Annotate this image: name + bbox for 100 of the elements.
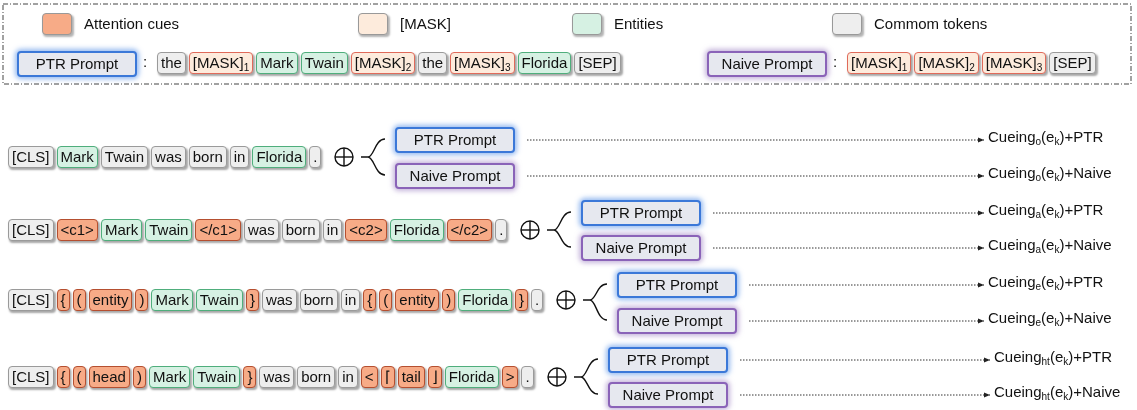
token-chip: . bbox=[531, 289, 544, 311]
token-chip: . bbox=[521, 366, 534, 388]
token-chip: Florida bbox=[517, 52, 572, 74]
token-chip: [CLS] bbox=[8, 219, 54, 241]
token-chip: } bbox=[245, 289, 259, 311]
output-label: Cueing$_{o}$(e$_{k}$)+PTR bbox=[988, 128, 1104, 145]
token-chip: Florida bbox=[458, 289, 513, 311]
token-chip: tail bbox=[397, 366, 425, 388]
output-label: Cueing$_{ht}$(e$_{k}$)+PTR bbox=[994, 348, 1112, 365]
prompt-tag: Naive Prompt bbox=[581, 235, 701, 261]
token-chip: [CLS] bbox=[8, 366, 54, 388]
legend-text: Attention cues bbox=[84, 15, 180, 32]
token-chip: { bbox=[363, 289, 377, 311]
token-chip: ) bbox=[442, 289, 456, 311]
token-chip: { bbox=[56, 289, 70, 311]
token-chip: Florida bbox=[444, 366, 499, 388]
token-chip: in bbox=[338, 366, 358, 388]
token-chip: <c1> bbox=[56, 219, 98, 241]
token-chip: entity bbox=[88, 289, 133, 311]
output-label: Cueing$_{o}$(e$_{k}$)+Naive bbox=[988, 164, 1112, 181]
dotted-arrow bbox=[748, 318, 985, 324]
prompt-tag: Naive Prompt bbox=[617, 308, 737, 334]
token-chip: } bbox=[243, 366, 257, 388]
dotted-arrow bbox=[712, 210, 985, 216]
token-chip: born bbox=[297, 366, 336, 388]
token-chip: } bbox=[515, 289, 529, 311]
token-chip: ) bbox=[132, 366, 146, 388]
token-chip: [MASK]$_{2}$ bbox=[914, 52, 979, 74]
token-chip: ) bbox=[135, 289, 149, 311]
dotted-arrow bbox=[739, 392, 991, 398]
output-label: Cueing$_{e}$(e$_{k}$)+Naive bbox=[988, 309, 1112, 326]
token-chip: ( bbox=[72, 289, 86, 311]
token-chip: in bbox=[340, 289, 361, 311]
token-chip: </c1> bbox=[195, 219, 241, 241]
token-chip: [MASK]$_{1}$ bbox=[847, 52, 912, 74]
token-chip: the bbox=[157, 52, 186, 74]
token-chip: . bbox=[495, 219, 508, 241]
token-chip: Mark bbox=[256, 52, 298, 74]
token-chip: [MASK]$_{2}$ bbox=[350, 52, 416, 74]
output-label: Cueing$_{a}$(e$_{k}$)+Naive bbox=[988, 236, 1112, 253]
token-chip: </c2> bbox=[446, 219, 493, 241]
token-chip: entity bbox=[395, 289, 440, 311]
token-chip: [MASK]$_{1}$ bbox=[188, 52, 254, 74]
output-label: Cueing$_{e}$(e$_{k}$)+PTR bbox=[988, 273, 1104, 290]
token-chip: Twain bbox=[195, 289, 243, 311]
token-chip: was bbox=[261, 289, 297, 311]
prompt-tag: PTR Prompt bbox=[395, 127, 515, 153]
dotted-arrow bbox=[739, 357, 991, 363]
token-chip: <c2> bbox=[345, 219, 387, 241]
prompt-tag: PTR Prompt bbox=[617, 272, 737, 298]
prompt-tag: Naive Prompt bbox=[707, 51, 827, 77]
token-chip: { bbox=[56, 366, 70, 388]
token-chip: Florida bbox=[252, 146, 307, 168]
token-chip: was bbox=[243, 219, 279, 241]
token-chip: < bbox=[360, 366, 378, 388]
token-chip: born bbox=[299, 289, 338, 311]
prompt-tag: PTR Prompt bbox=[17, 51, 137, 77]
prompt-tag: PTR Prompt bbox=[608, 347, 728, 373]
token-chip: [CLS] bbox=[8, 289, 54, 311]
dotted-arrow bbox=[712, 245, 985, 251]
token-chip: > bbox=[501, 366, 519, 388]
token-chip: was bbox=[259, 366, 295, 388]
legend-text: Commom tokens bbox=[874, 15, 988, 32]
token-chip: [MASK]$_{3}$ bbox=[450, 52, 515, 74]
token-chip: ( bbox=[379, 289, 393, 311]
token-chip: Mark bbox=[100, 219, 143, 241]
token-chip: [CLS] bbox=[8, 146, 54, 168]
dotted-arrow bbox=[526, 137, 985, 143]
token-chip: . bbox=[309, 146, 322, 168]
output-label: Cueing$_{ht}$(e$_{k}$)+Naive bbox=[994, 383, 1121, 400]
colon-separator: : bbox=[833, 53, 838, 70]
token-chip: [SEP] bbox=[1049, 52, 1096, 74]
legend-text: Entities bbox=[614, 15, 664, 32]
output-label: Cueing$_{a}$(e$_{k}$)+PTR bbox=[988, 201, 1104, 218]
dotted-arrow bbox=[526, 173, 985, 179]
token-chip: Mark bbox=[151, 289, 193, 311]
token-chip: born bbox=[188, 146, 227, 168]
token-chip: born bbox=[281, 219, 320, 241]
token-chip: Twain bbox=[100, 146, 149, 168]
token-chip: Twain bbox=[145, 219, 193, 241]
token-chip: ( bbox=[72, 366, 86, 388]
token-chip: in bbox=[229, 146, 250, 168]
prompt-tag: PTR Prompt bbox=[581, 200, 701, 226]
token-chip: in bbox=[322, 219, 343, 241]
prompt-tag: Naive Prompt bbox=[608, 382, 728, 408]
colon-separator: : bbox=[143, 53, 148, 70]
token-chip: Florida bbox=[389, 219, 444, 241]
token-chip: Twain bbox=[300, 52, 348, 74]
token-chip: [MASK]$_{3}$ bbox=[981, 52, 1047, 74]
token-chip: head bbox=[88, 366, 130, 388]
dotted-arrow bbox=[748, 282, 985, 288]
token-chip: ⌋ bbox=[427, 366, 442, 388]
legend-text: [MASK] bbox=[400, 15, 451, 32]
token-chip: Twain bbox=[193, 366, 241, 388]
token-chip: was bbox=[151, 146, 186, 168]
token-chip: the bbox=[418, 52, 448, 74]
prompt-tag: Naive Prompt bbox=[395, 163, 515, 189]
token-chip: Mark bbox=[148, 366, 191, 388]
token-chip: ⌈ bbox=[380, 366, 395, 388]
token-chip: Mark bbox=[56, 146, 98, 168]
